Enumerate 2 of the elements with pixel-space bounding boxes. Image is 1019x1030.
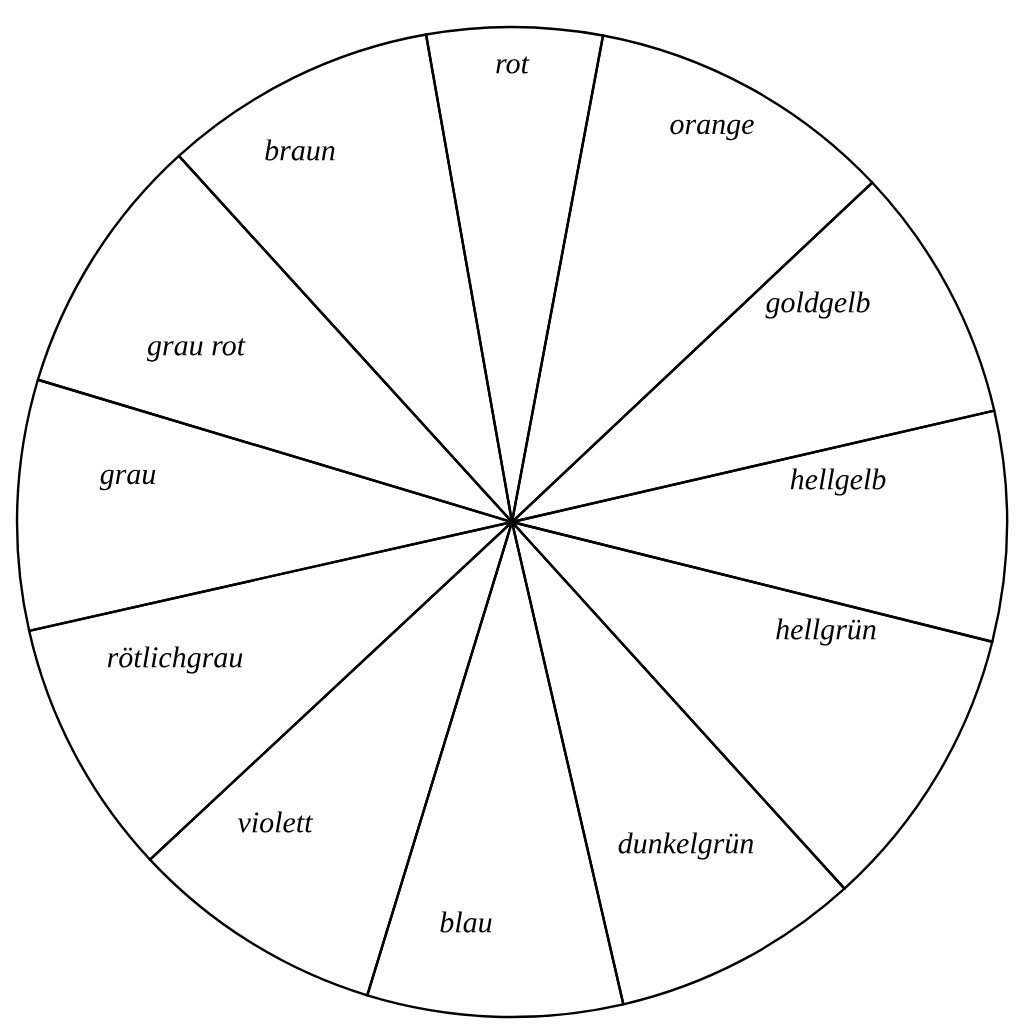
sector: grau <box>15 378 514 633</box>
sector: rot <box>424 25 605 524</box>
